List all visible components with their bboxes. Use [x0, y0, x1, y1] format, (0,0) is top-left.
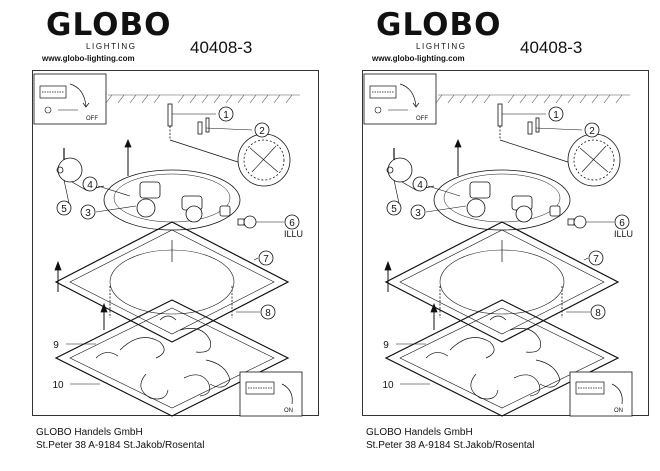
bulb-icon	[237, 215, 257, 229]
diagram-frame	[32, 70, 319, 416]
callout-8: 8	[595, 308, 601, 319]
callout-4: 4	[417, 180, 423, 191]
screw-icon	[127, 103, 210, 176]
assembly-diagram: 1 2 3 4 5 6 7 8 9 10 OFF ON ILLU	[33, 73, 303, 417]
callout-7: 7	[263, 254, 269, 265]
callout-1: 1	[223, 110, 229, 121]
label-on: ON	[614, 408, 623, 414]
callout-8: 8	[265, 308, 271, 319]
website-url: www.globo-lighting.com	[42, 54, 135, 63]
diagram-frame	[362, 70, 649, 416]
power-switch-off-icon	[363, 73, 437, 125]
lamp-sockets	[466, 181, 561, 223]
bulb-icon	[567, 215, 587, 229]
arrow-up-icon	[454, 138, 462, 148]
company-address: St.Peter 38 A-9184 St.Jakob/Rosental	[366, 440, 535, 451]
callout-10: 10	[382, 380, 394, 391]
callout-9: 9	[383, 340, 389, 351]
callout-6: 6	[289, 218, 295, 229]
logo-subtitle: LIGHTING	[86, 42, 137, 51]
power-switch-on-icon	[239, 371, 303, 417]
label-illu: ILLU	[614, 229, 633, 239]
label-on: ON	[284, 408, 293, 414]
callout-9: 9	[53, 340, 59, 351]
power-switch-off-icon	[33, 73, 107, 125]
screw-icon	[457, 103, 540, 176]
ceiling-hatch	[105, 94, 300, 104]
assembly-diagram: 1 2 3 4 5 6 7 8 9 10 OFF ON ILLU	[363, 73, 633, 417]
logo-subtitle: LIGHTING	[416, 42, 467, 51]
power-switch-on-icon	[569, 371, 633, 417]
ceiling-hatch	[435, 94, 630, 104]
website-url: www.globo-lighting.com	[372, 54, 465, 63]
callout-4: 4	[87, 180, 93, 191]
logo-wordmark: GLOBO	[376, 7, 502, 43]
callout-3: 3	[85, 208, 91, 219]
callout-2: 2	[259, 126, 265, 137]
lamp-sockets	[136, 181, 231, 223]
glass-swirl-pattern	[425, 315, 561, 400]
model-number: 40408-3	[520, 38, 583, 57]
label-illu: ILLU	[284, 229, 303, 239]
callout-6: 6	[619, 218, 625, 229]
callout-2: 2	[589, 126, 595, 137]
instruction-sheet-right: GLOBO LIGHTING 40408-3 www.globo-lightin…	[330, 0, 660, 471]
callout-7: 7	[593, 254, 599, 265]
globo-logo: GLOBO LIGHTING	[376, 8, 506, 52]
callout-5: 5	[61, 204, 67, 215]
company-address: St.Peter 38 A-9184 St.Jakob/Rosental	[36, 440, 205, 451]
label-off: OFF	[416, 116, 428, 122]
label-off: OFF	[86, 116, 98, 122]
company-name: GLOBO Handels GmbH	[366, 427, 473, 438]
model-number: 40408-3	[190, 38, 253, 57]
instruction-sheet-left: GLOBO LIGHTING 40408-3 www.globo-lightin…	[32, 8, 319, 451]
company-name: GLOBO Handels GmbH	[36, 427, 143, 438]
arrow-up-icon	[124, 138, 132, 148]
globo-logo: GLOBO LIGHTING	[46, 8, 176, 52]
glass-swirl-pattern	[95, 315, 231, 400]
callout-3: 3	[415, 208, 421, 219]
callout-1: 1	[553, 110, 559, 121]
callout-10: 10	[52, 380, 64, 391]
callout-5: 5	[391, 204, 397, 215]
logo-wordmark: GLOBO	[46, 7, 172, 43]
